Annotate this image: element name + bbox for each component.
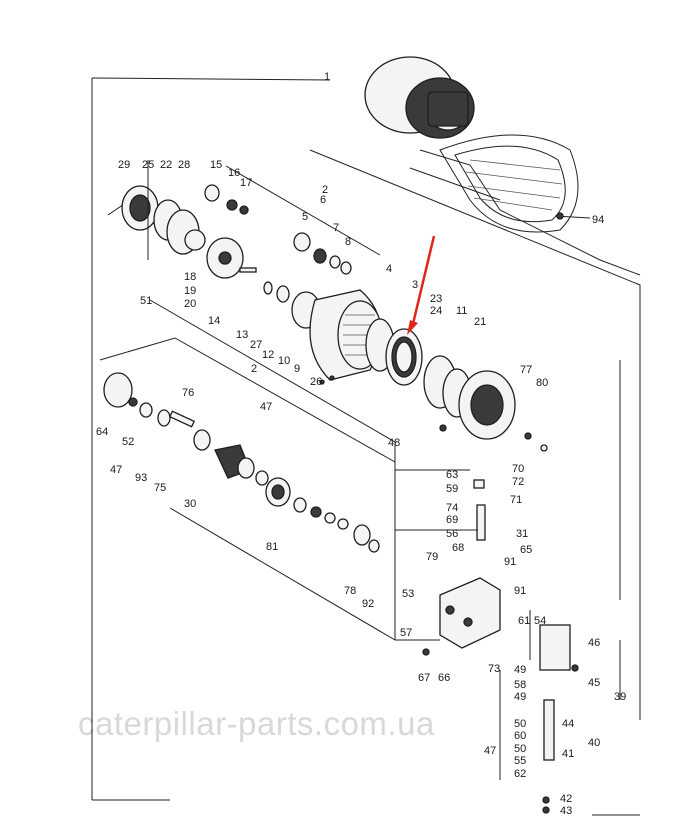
label-51: 51 — [140, 295, 152, 307]
label-50-a: 50 — [514, 718, 526, 730]
label-41: 41 — [562, 748, 574, 760]
label-4: 4 — [386, 263, 392, 275]
label-57: 57 — [400, 627, 412, 639]
label-1: 1 — [324, 71, 330, 83]
label-29: 29 — [118, 159, 130, 171]
label-76: 76 — [182, 387, 194, 399]
label-64: 64 — [96, 426, 108, 438]
label-75: 75 — [154, 482, 166, 494]
label-68: 68 — [452, 542, 464, 554]
label-81: 81 — [266, 541, 278, 553]
label-19: 19 — [184, 285, 196, 297]
label-58: 58 — [514, 679, 526, 691]
label-47-c: 47 — [484, 745, 496, 757]
label-63: 63 — [446, 469, 458, 481]
label-25: 25 — [142, 159, 154, 171]
label-15: 15 — [210, 159, 222, 171]
label-46: 46 — [588, 637, 600, 649]
label-23: 23 — [430, 293, 442, 305]
label-47-a: 47 — [260, 401, 272, 413]
label-8: 8 — [345, 236, 351, 248]
label-21: 21 — [474, 316, 486, 328]
label-48: 48 — [388, 437, 400, 449]
label-94: 94 — [592, 214, 604, 226]
label-47-b: 47 — [110, 464, 122, 476]
label-13: 13 — [236, 329, 248, 341]
label-91-b: 91 — [514, 585, 526, 597]
label-60: 60 — [514, 730, 526, 742]
label-40: 40 — [588, 737, 600, 749]
label-26: 26 — [310, 376, 322, 388]
label-78: 78 — [344, 585, 356, 597]
label-62: 62 — [514, 768, 526, 780]
label-22: 22 — [160, 159, 172, 171]
label-91-a: 91 — [504, 556, 516, 568]
label-53: 53 — [402, 588, 414, 600]
label-27: 27 — [250, 339, 262, 351]
label-92: 92 — [362, 598, 374, 610]
label-16: 16 — [228, 167, 240, 179]
label-7: 7 — [333, 222, 339, 234]
label-72: 72 — [512, 476, 524, 488]
label-20: 20 — [184, 298, 196, 310]
label-28: 28 — [178, 159, 190, 171]
upper-exploded-parts — [107, 160, 548, 640]
label-80: 80 — [536, 377, 548, 389]
label-71: 71 — [510, 494, 522, 506]
label-42: 42 — [560, 793, 572, 805]
label-12: 12 — [262, 349, 274, 361]
label-61: 61 — [518, 615, 530, 627]
label-69: 69 — [446, 514, 458, 526]
label-55: 55 — [514, 755, 526, 767]
label-93: 93 — [135, 472, 147, 484]
label-49-b: 49 — [514, 691, 526, 703]
label-79: 79 — [426, 551, 438, 563]
label-24: 24 — [430, 305, 442, 317]
label-11: 11 — [456, 305, 467, 317]
label-74: 74 — [446, 502, 458, 514]
label-2-mid: 2 — [251, 363, 257, 375]
frame-lines — [91, 77, 641, 816]
label-67: 67 — [418, 672, 430, 684]
middle-exploded-parts — [99, 337, 396, 641]
valve-block-assembly — [395, 469, 621, 814]
label-5: 5 — [302, 211, 308, 223]
label-50-b: 50 — [514, 743, 526, 755]
label-6: 6 — [320, 194, 326, 206]
label-43: 43 — [560, 805, 572, 817]
label-2-top: 2 — [322, 184, 328, 196]
label-77: 77 — [520, 364, 532, 376]
label-39: 39 — [614, 691, 626, 703]
label-59: 59 — [446, 483, 458, 495]
label-10: 10 — [278, 355, 290, 367]
label-17: 17 — [240, 177, 252, 189]
label-31: 31 — [516, 528, 528, 540]
watermark-text: caterpillar-parts.com.ua — [78, 705, 435, 742]
label-73: 73 — [488, 663, 500, 675]
label-66: 66 — [438, 672, 450, 684]
red-indicator-arrow — [407, 235, 436, 335]
travel-motor-assembly — [364, 56, 641, 276]
label-30: 30 — [184, 498, 196, 510]
label-3: 3 — [412, 279, 418, 291]
label-65: 65 — [520, 544, 532, 556]
part-labels: 1 29 25 22 28 15 16 17 2 6 5 7 8 94 18 1… — [96, 71, 626, 817]
label-9: 9 — [294, 363, 300, 375]
label-14: 14 — [208, 315, 220, 327]
label-52: 52 — [122, 436, 134, 448]
label-70: 70 — [512, 463, 524, 475]
label-56: 56 — [446, 528, 458, 540]
label-49-a: 49 — [514, 664, 526, 676]
label-44: 44 — [562, 718, 574, 730]
label-18: 18 — [184, 271, 196, 283]
label-45: 45 — [588, 677, 600, 689]
label-54: 54 — [534, 615, 546, 627]
